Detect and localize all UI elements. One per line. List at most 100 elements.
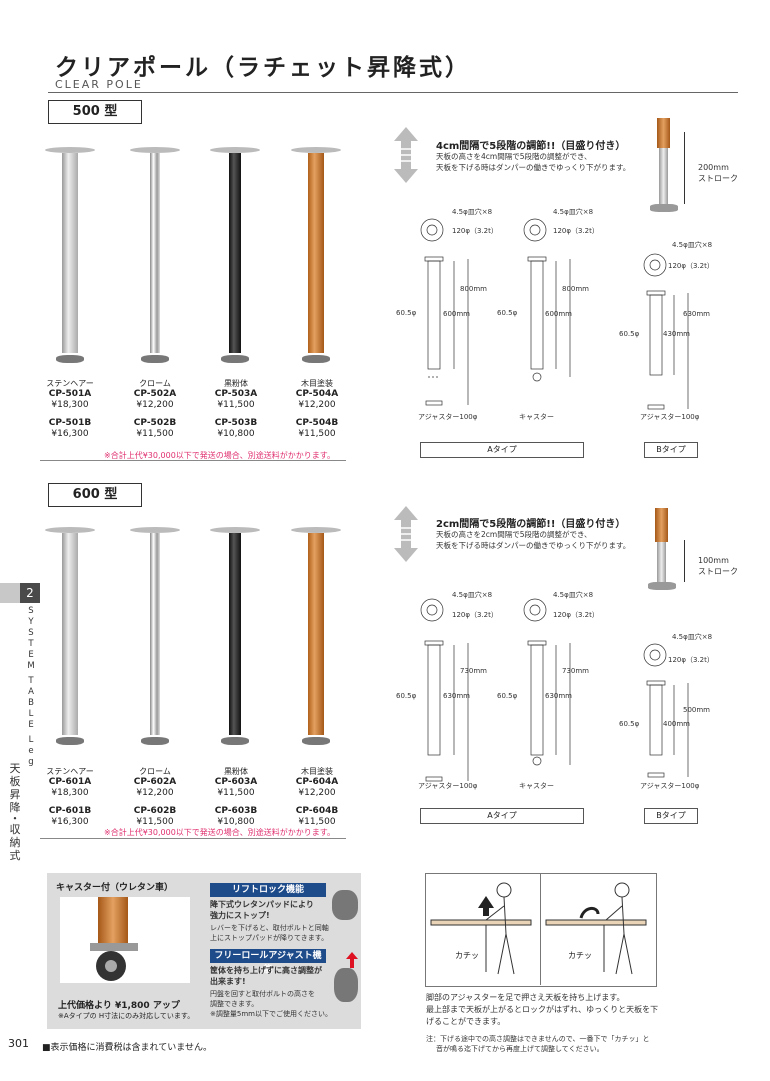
product-code-a: CP-601A <box>48 777 92 787</box>
price-b: ¥10,800 <box>217 429 255 439</box>
shaft-length-a: 630mm <box>443 692 470 700</box>
lift-lock-bold-2: 強力にストップ! <box>210 911 270 920</box>
dimension-diagram-500 <box>420 218 689 410</box>
usage-desc-1: 脚部のアジャスターを足で押さえ天板を持ち上げます。 <box>426 993 625 1002</box>
side-letter: g <box>28 757 34 767</box>
dimension-diagram-600 <box>420 598 689 782</box>
stroke-pole-top <box>655 508 668 542</box>
usage-note-1: 注：下げる途中での高さ調整はできませんので、一番下で「カチッ」と <box>426 1035 650 1043</box>
section-divider <box>40 838 346 839</box>
side-kanji: 天 <box>9 762 21 775</box>
free-roll-text-3: ※調整量5mm以下でご使用ください。 <box>210 1010 332 1018</box>
product-601: ステンヘアー CP-601A ¥18,300 CP-601B ¥16,300 <box>25 766 115 828</box>
product-code-a: CP-504A <box>295 389 339 399</box>
free-roll-icon <box>334 968 358 1002</box>
lift-lock-text-2: 上にストップパッドが降りてきます。 <box>210 934 329 942</box>
diameter-caster: 60.5φ <box>497 309 518 317</box>
stroke-label: ストローク <box>698 174 738 183</box>
free-roll-bold-1: 筐体を持ち上げずに高さ調整が <box>210 966 322 975</box>
total-height-caster: 730mm <box>562 667 589 675</box>
price-a: ¥11,500 <box>217 400 255 410</box>
finish-label: ステンヘアー <box>46 767 94 776</box>
free-roll-bold-2: 出来ます! <box>210 977 246 986</box>
plate-spec-b: 120φ（3.2t） <box>668 656 714 664</box>
lift-lock-bold-1: 降下式ウレタンパッドにより <box>210 900 314 909</box>
product-code-b: CP-503B <box>214 418 258 428</box>
type-b-box: Bタイプ <box>644 442 698 458</box>
type-500-label: 500 型 <box>48 100 142 124</box>
stroke-pole-shaft <box>659 148 668 206</box>
side-letter: E <box>28 650 34 660</box>
shaft-length-a: 600mm <box>443 310 470 318</box>
side-letter: S <box>28 628 34 638</box>
hole-spec-caster: 4.5φ皿穴×8 <box>553 208 594 216</box>
side-kanji: ・ <box>9 812 21 825</box>
product-504: 木目塗装 CP-504A ¥12,200 CP-504B ¥11,500 <box>272 378 362 440</box>
product-603: 黒粉体 CP-603A ¥11,500 CP-603B ¥10,800 <box>191 766 281 828</box>
price-a: ¥12,200 <box>298 788 336 798</box>
shaft-length-caster: 630mm <box>545 692 572 700</box>
adjuster-a: アジャスター100φ <box>418 413 478 421</box>
stroke-value: 100mm <box>698 556 729 565</box>
product-code-a: CP-503A <box>214 389 258 399</box>
section-divider <box>40 460 346 461</box>
hole-spec-b: 4.5φ皿穴×8 <box>672 241 713 249</box>
side-letter: T <box>28 639 34 649</box>
side-kanji: 昇 <box>9 788 21 801</box>
adjuster-a: アジャスター100φ <box>418 782 478 790</box>
click-label-1: カチッ <box>455 951 479 960</box>
product-code-b: CP-603B <box>214 806 258 816</box>
total-height-b: 630mm <box>683 310 710 318</box>
price-b: ¥11,500 <box>298 429 336 439</box>
finish-label: 木目塗装 <box>301 767 333 776</box>
stroke-line <box>684 540 685 582</box>
free-roll-text-1: 円盤を回すと取付ボルトの高さを <box>210 990 315 998</box>
price-a: ¥18,300 <box>51 788 89 798</box>
stroke-pole-base <box>648 582 676 590</box>
shaft-length-caster: 600mm <box>545 310 572 318</box>
adjust-desc-1: 天板の高さを4cm間隔で5段階の調整ができ、 <box>436 152 592 161</box>
adjust-desc-1: 天板の高さを2cm間隔で5段階の調整ができ、 <box>436 530 592 539</box>
product-code-a: CP-501A <box>48 389 92 399</box>
stroke-value: 200mm <box>698 163 729 172</box>
adjust-desc-2: 天板を下げる時はダンパーの働きでゆっくり下がります。 <box>436 163 631 172</box>
price-a: ¥18,300 <box>51 400 89 410</box>
shipping-notice: ※合計上代¥30,000以下で発送の場合、別途送料がかかります。 <box>104 828 335 837</box>
total-height-b: 500mm <box>683 706 710 714</box>
caster-photo <box>60 897 190 983</box>
total-height-caster: 800mm <box>562 285 589 293</box>
caster-label: キャスター <box>519 413 554 421</box>
side-kanji: 降 <box>9 801 21 814</box>
price-a: ¥12,200 <box>298 400 336 410</box>
lift-lock-heading: リフトロック機能 <box>210 883 326 897</box>
caster-label: キャスター <box>519 782 554 790</box>
product-602: クローム CP-602A ¥12,200 CP-602B ¥11,500 <box>110 766 200 828</box>
price-b: ¥16,300 <box>51 429 89 439</box>
adjust-title: 4cm間隔で5段階の調節!!（目盛り付き） <box>436 141 626 152</box>
product-code-b: CP-504B <box>295 418 339 428</box>
usage-desc-2: 最上部まで天板が上がるとロックがはずれ、ゆっくりと天板を下 <box>426 1005 659 1014</box>
adjuster-b: アジャスター100φ <box>640 413 700 421</box>
diameter-b: 60.5φ <box>619 330 640 338</box>
side-kanji: 板 <box>9 775 21 788</box>
finish-label: 黒粉体 <box>224 379 248 388</box>
product-501: ステンヘアー CP-501A ¥18,300 CP-501B ¥16,300 <box>25 378 115 440</box>
total-height-a: 730mm <box>460 667 487 675</box>
product-code-a: CP-502A <box>133 389 177 399</box>
up-down-arrow-icon <box>394 506 418 562</box>
price-b: ¥11,500 <box>136 429 174 439</box>
finish-label: クローム <box>139 767 171 776</box>
chapter-number: 2 <box>20 583 40 603</box>
caster-price-line: 上代価格より ¥1,800 アップ <box>58 1001 180 1011</box>
caster-note: ※Aタイプの H寸法にのみ対応しています。 <box>58 1012 195 1020</box>
adjust-title: 2cm間隔で5段階の調節!!（目盛り付き） <box>436 519 626 530</box>
product-code-b: CP-604B <box>295 806 339 816</box>
page-number: 301 <box>8 1037 29 1050</box>
side-letter: B <box>28 698 34 708</box>
type-600-label: 600 型 <box>48 483 142 507</box>
usage-desc-3: げることができます。 <box>426 1017 506 1026</box>
diameter-b: 60.5φ <box>619 720 640 728</box>
side-letter: L <box>28 709 34 719</box>
free-roll-text-2: 調整できます。 <box>210 1000 259 1008</box>
side-letter: E <box>28 720 34 730</box>
